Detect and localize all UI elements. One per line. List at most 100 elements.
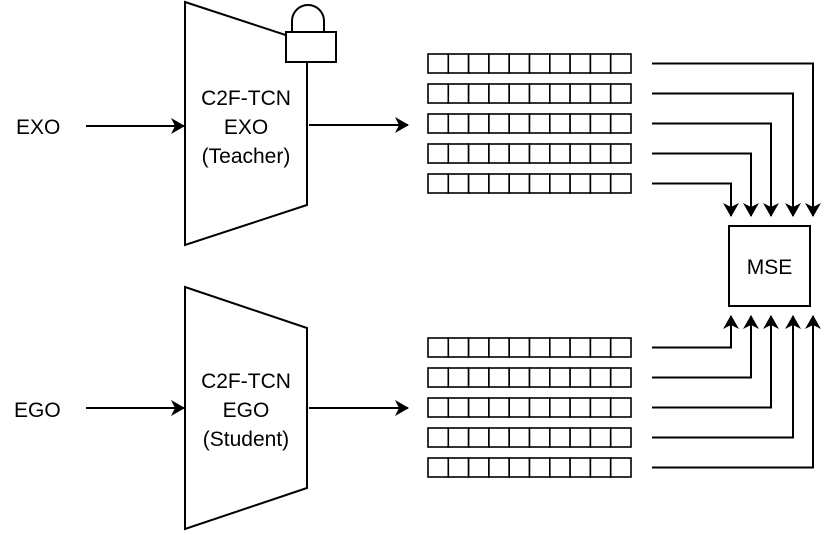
feature-cell — [528, 427, 551, 448]
feature-cell — [508, 53, 531, 74]
feature-cell — [467, 113, 490, 134]
teacher-model-role: (Teacher) — [202, 145, 291, 168]
feature-cell — [589, 427, 612, 448]
student-to-mse-arrow — [652, 315, 739, 349]
teacher-to-mse-arrow — [652, 152, 759, 217]
teacher-to-mse-arrow — [652, 62, 821, 217]
mse-loss-box — [728, 225, 811, 307]
feature-cell — [528, 83, 551, 104]
student-feature-row — [427, 427, 632, 448]
feature-cell — [427, 53, 450, 74]
feature-cell — [548, 143, 571, 164]
feature-cell — [508, 173, 531, 194]
feature-cell — [488, 457, 510, 478]
feature-cell — [488, 113, 510, 134]
feature-cell — [548, 457, 571, 478]
student-to-mse-arrow — [652, 315, 821, 469]
feature-cell — [589, 143, 612, 164]
feature-cell — [528, 397, 551, 418]
student-feature-stack — [427, 337, 632, 478]
feature-cell — [569, 337, 592, 358]
feature-cell — [427, 143, 450, 164]
teacher-feature-row — [427, 113, 632, 134]
teacher-feature-stack — [427, 53, 632, 194]
feature-cell — [589, 457, 612, 478]
feature-cell — [447, 427, 470, 448]
feature-cell — [488, 53, 510, 74]
feature-cell — [609, 173, 632, 194]
feature-cell — [488, 337, 510, 358]
feature-cell — [447, 457, 470, 478]
feature-cell — [609, 83, 632, 104]
feature-cell — [447, 337, 470, 358]
feature-cell — [467, 367, 490, 388]
feature-cell — [609, 337, 632, 358]
feature-cell — [548, 173, 571, 194]
feature-cell — [569, 397, 592, 418]
feature-cell — [609, 457, 632, 478]
feature-cell — [528, 113, 551, 134]
feature-cell — [447, 397, 470, 418]
feature-cell — [467, 427, 490, 448]
feature-cell — [589, 113, 612, 134]
feature-cell — [548, 367, 571, 388]
teacher-feature-row — [427, 143, 632, 164]
teacher-to-mse-arrow — [652, 182, 739, 217]
feature-cell — [447, 367, 470, 388]
feature-cell — [528, 337, 551, 358]
feature-cell — [589, 367, 612, 388]
teacher-model-name: C2F-TCN — [201, 87, 291, 110]
feature-cell — [488, 367, 510, 388]
feature-cell — [569, 457, 592, 478]
feature-cell — [467, 83, 490, 104]
feature-cell — [427, 83, 450, 104]
feature-cell — [609, 143, 632, 164]
feature-cell — [467, 143, 490, 164]
feature-cell — [569, 367, 592, 388]
feature-cell — [548, 53, 571, 74]
teacher-model-view: EXO — [224, 116, 268, 139]
feature-cell — [467, 337, 490, 358]
feature-cell — [467, 397, 490, 418]
student-feature-row — [427, 397, 632, 418]
teacher-feature-row — [427, 53, 632, 74]
feature-cell — [488, 427, 510, 448]
feature-cell — [548, 337, 571, 358]
feature-cell — [508, 427, 531, 448]
student-feature-row — [427, 367, 632, 388]
feature-cell — [427, 337, 450, 358]
feature-cell — [447, 143, 470, 164]
feature-cell — [467, 457, 490, 478]
feature-cell — [467, 173, 490, 194]
feature-cell — [609, 397, 632, 418]
feature-cell — [528, 53, 551, 74]
student-to-mse-arrow — [652, 315, 759, 379]
feature-cell — [447, 53, 470, 74]
student-model-name: C2F-TCN — [201, 370, 291, 393]
student-to-mse-arrow — [652, 315, 779, 409]
feature-cell — [447, 113, 470, 134]
teacher-to-mse-arrow — [652, 92, 801, 217]
feature-cell — [609, 53, 632, 74]
feature-cell — [589, 337, 612, 358]
feature-cell — [427, 113, 450, 134]
feature-cell — [467, 53, 490, 74]
feature-cell — [569, 53, 592, 74]
feature-cell — [548, 427, 571, 448]
feature-cell — [447, 83, 470, 104]
feature-connectors — [652, 62, 821, 469]
feature-cell — [488, 83, 510, 104]
feature-cell — [427, 427, 450, 448]
feature-cell — [528, 367, 551, 388]
feature-cell — [508, 143, 531, 164]
feature-cell — [569, 173, 592, 194]
feature-cell — [488, 173, 510, 194]
feature-cell — [528, 143, 551, 164]
feature-cell — [427, 457, 450, 478]
teacher-feature-row — [427, 83, 632, 104]
feature-cell — [488, 397, 510, 418]
student-model-role: (Student) — [203, 428, 289, 451]
feature-cell — [427, 367, 450, 388]
feature-cell — [528, 457, 551, 478]
